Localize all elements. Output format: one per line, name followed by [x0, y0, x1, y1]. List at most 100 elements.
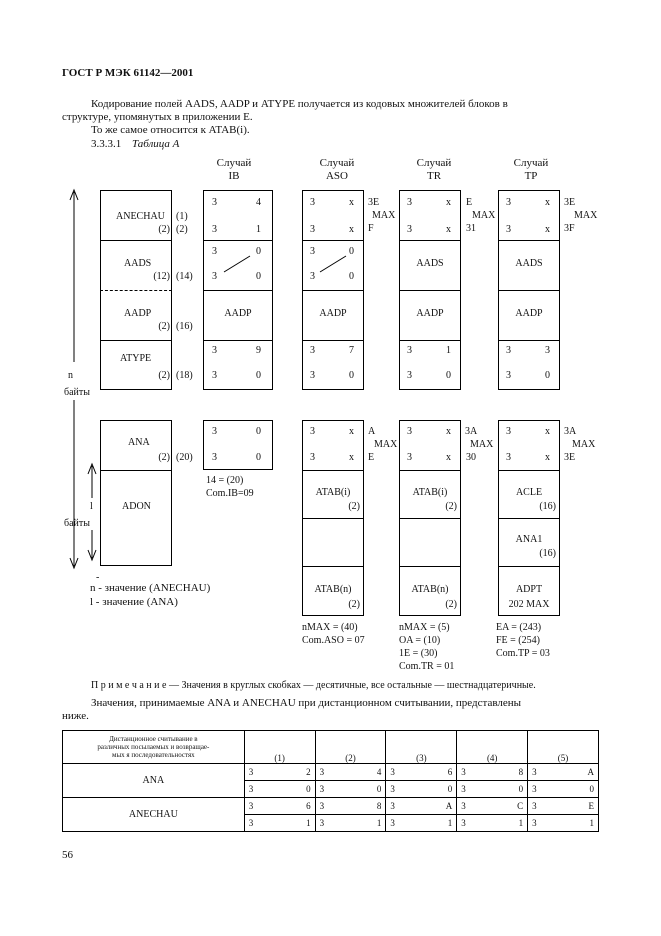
ib-note: 14 = (20): [206, 475, 244, 486]
tp-aads: AADS: [515, 258, 543, 269]
bytes-label: байты: [64, 387, 90, 398]
tp-side: 3A: [564, 426, 577, 437]
tr-aads: AADS: [416, 258, 444, 269]
tr-atab-n-len: (2): [445, 599, 457, 610]
divider: [498, 566, 560, 567]
ana-length: (2): [158, 452, 170, 463]
table-cell: 3: [243, 763, 280, 781]
tr-atab-n: ATAB(n): [411, 584, 449, 595]
tp-cell: 3: [506, 426, 511, 437]
case-ib-name: IB: [228, 170, 240, 182]
aadp-byte-index: (16): [176, 321, 193, 332]
ib-cell: 1: [256, 224, 261, 235]
tp-adpt: ADPT: [515, 584, 543, 595]
table-header-line: мых я последовательностях: [112, 751, 195, 760]
remote-read-table: Дистанционное считывание в различных пос…: [62, 730, 600, 832]
divider: [100, 290, 172, 291]
tp-side: MAX: [572, 439, 596, 450]
tr-cell: x: [446, 224, 451, 235]
aso-cell: 3: [310, 426, 315, 437]
tr-cell: x: [446, 452, 451, 463]
table-cell: 8: [350, 797, 387, 815]
tr-atab-i-len: (2): [445, 501, 457, 512]
table-cell: 3: [314, 780, 351, 798]
tr-cell: 3: [407, 345, 412, 356]
case-ib-label: Случай: [216, 157, 252, 169]
aso-atab-i: ATAB(i): [315, 487, 351, 498]
tp-cell: x: [545, 224, 550, 235]
table-cell: 0: [350, 780, 387, 798]
tp-note: Com.TP = 03: [496, 648, 550, 659]
intro-line-1: Кодирование полей AADS, AADP и ATYPE пол…: [91, 98, 508, 110]
divider: [498, 470, 560, 471]
aso-aadp: AADP: [319, 308, 347, 319]
aso-side: MAX: [372, 210, 396, 221]
ib-cell: 3: [212, 426, 217, 437]
anechau-byte-index-2: (2): [176, 224, 188, 235]
ib-aadp: AADP: [224, 308, 252, 319]
table-cell: 0: [279, 780, 316, 798]
tp-note: EA = (243): [496, 622, 542, 633]
table-cell: 3: [314, 814, 351, 832]
tp-cell: x: [545, 197, 550, 208]
note-label: П р и м е ч а н и е: [91, 680, 167, 691]
table-cell: 3: [385, 780, 422, 798]
atype-length: (2): [158, 370, 170, 381]
tr-note: 1E = (30): [399, 648, 438, 659]
table-cell: 0: [563, 780, 600, 798]
divider: [100, 340, 172, 341]
table-cell: 3: [456, 814, 493, 832]
bytes-label-2: байты: [64, 518, 90, 529]
ib-cell: 3: [212, 246, 217, 257]
table-col-header: (3): [385, 730, 458, 764]
divider: [302, 240, 364, 241]
page-number: 56: [62, 849, 73, 861]
tp-side: 3F: [564, 223, 575, 234]
adon-label: ADON: [122, 501, 151, 512]
aso-atab-n-len: (2): [348, 599, 360, 610]
table-header-line: Дистанционное считывание в: [109, 734, 198, 743]
table-cell: 6: [279, 797, 316, 815]
tp-cell: 3: [506, 197, 511, 208]
divider: [498, 518, 560, 519]
l-label: l: [90, 501, 93, 512]
aso-cell: x: [349, 224, 354, 235]
divider: [302, 566, 364, 567]
table-col-header: (2): [314, 730, 387, 764]
table-cell: 4: [350, 763, 387, 781]
ib-cell: 3: [212, 370, 217, 381]
ana-label: ANA: [128, 437, 150, 448]
tp-side: 3E: [564, 452, 576, 463]
ib-cell: 0: [256, 271, 261, 282]
table-cell: 1: [563, 814, 600, 832]
ib-cell: 9: [256, 345, 261, 356]
table-cell: 3: [243, 780, 280, 798]
aadp-label: AADP: [124, 308, 152, 319]
table-cell: 3: [385, 763, 422, 781]
aso-side: 3E: [368, 197, 380, 208]
legend-n: n - значение (ANECHAU): [90, 582, 211, 594]
table-cell: 3: [527, 780, 564, 798]
table-cell: 3: [527, 763, 564, 781]
divider: [498, 290, 560, 291]
case-tr-label: Случай: [416, 157, 452, 169]
divider: [399, 340, 461, 341]
ib-cell: 3: [212, 452, 217, 463]
aads-length: (12): [153, 271, 170, 282]
aads-label: AADS: [124, 258, 152, 269]
tr-cell: 3: [407, 197, 412, 208]
table-col-header: (1): [243, 730, 316, 764]
table-cell: A: [421, 797, 458, 815]
table-header-row: Дистанционное считывание в различных пос…: [62, 730, 599, 764]
ib-cell: 3: [212, 345, 217, 356]
table-cell: C: [492, 797, 529, 815]
tr-note: nMAX = (5): [399, 622, 450, 633]
tr-cell: 3: [407, 370, 412, 381]
legend-dash: -: [96, 572, 100, 583]
aso-note: nMAX = (40): [302, 622, 358, 633]
tr-cell: 3: [407, 426, 412, 437]
tr-cell: 1: [446, 345, 451, 356]
section-title: Таблица А: [132, 138, 180, 150]
tr-side: MAX: [470, 439, 494, 450]
note-line: П р и м е ч а н и е — Значения в круглых…: [91, 681, 536, 691]
